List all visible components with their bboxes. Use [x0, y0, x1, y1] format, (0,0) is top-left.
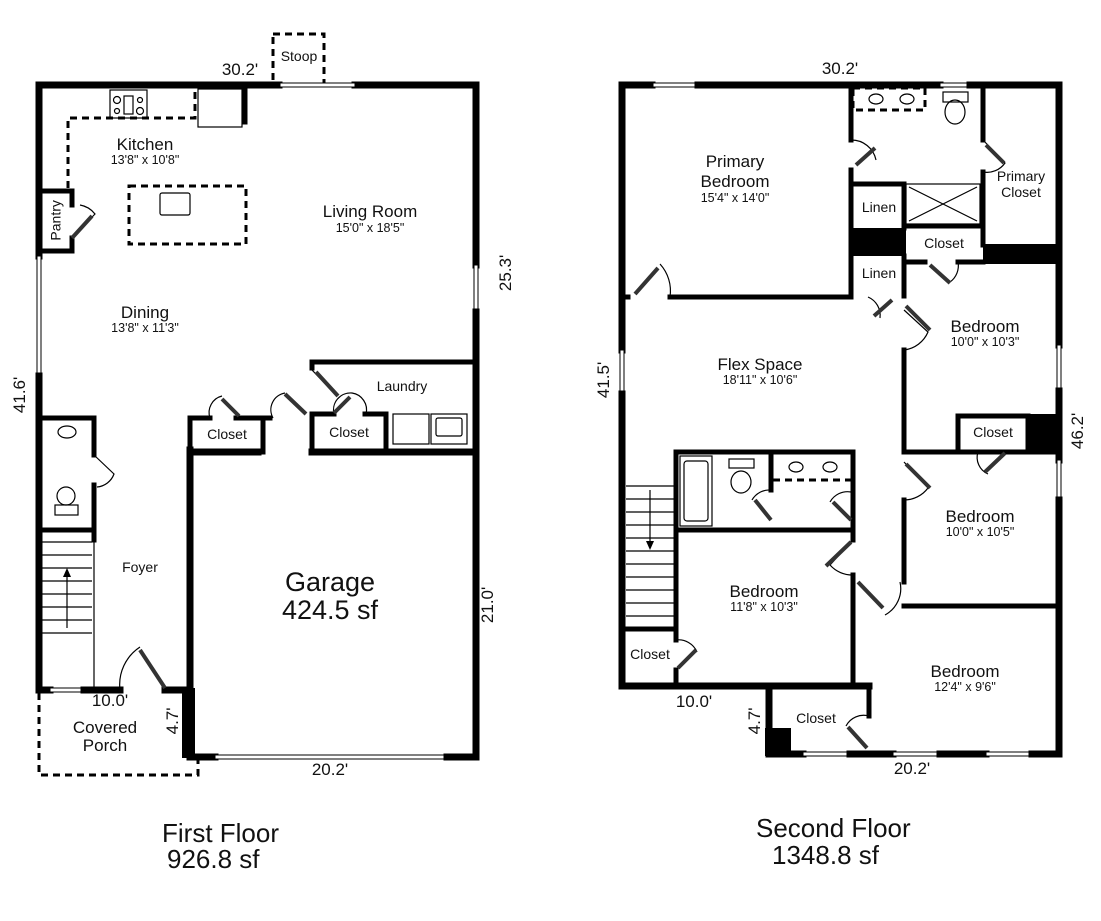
closet-s-label: Closet [796, 710, 836, 726]
foyer-label: Foyer [122, 559, 158, 575]
garage-label: Garage [284, 567, 376, 597]
first-floor-top-dimension: 30.2' [221, 60, 259, 79]
bedroom-w-size: 11'8" x 10'3" [730, 600, 798, 614]
closet-east-label: Closet [973, 424, 1013, 440]
first-floor-plan [35, 32, 480, 777]
stoop-label: Stoop [280, 48, 318, 64]
kitchen-size: 13'8" x 10'8" [110, 153, 180, 167]
closet-center-label: Closet [924, 235, 964, 251]
bedroom-ne-label: Bedroom [950, 317, 1020, 336]
first-floor-area: 926.8 sf [167, 844, 260, 874]
porch-width-dimension: 10.0' [91, 691, 129, 710]
bedroom-e-size: 10'0" x 10'5" [945, 525, 1015, 539]
garage-width-dimension: 20.2' [311, 760, 349, 779]
primary-closet-label-line1: Primary [996, 168, 1046, 184]
second-floor-title: Second Floor [756, 813, 911, 843]
second-floor-bottom-right-dimension: 20.2' [893, 759, 931, 778]
linen-upper-label: Linen [861, 199, 897, 215]
first-floor-left-dimension: 41.6' [10, 376, 30, 414]
garage-area: 424.5 sf [281, 595, 379, 625]
living-room-label: Living Room [322, 202, 418, 221]
stairs-down [626, 485, 674, 617]
porch-depth-dimension: 4.7' [163, 707, 183, 735]
living-room-size: 15'0" x 18'5" [335, 221, 405, 235]
second-floor-area: 1348.8 sf [772, 840, 879, 870]
bedroom-e-label: Bedroom [945, 507, 1015, 526]
stairs-up [41, 530, 95, 690]
closet-left-label: Closet [207, 426, 247, 442]
primary-bedroom-label-line1: Primary [705, 152, 765, 171]
covered-porch-label-line1: Covered [72, 718, 138, 737]
first-floor-right-upper-dimension: 25.3' [496, 254, 516, 292]
bedroom-ne-size: 10'0" x 10'3" [950, 335, 1020, 349]
pantry-label: Pantry [47, 200, 64, 241]
flex-space-size: 18'11" x 10'6" [722, 373, 798, 387]
second-floor-right-dimension: 46.2' [1068, 412, 1088, 450]
first-floor-title: First Floor [162, 818, 279, 848]
second-floor-plan [618, 81, 1063, 758]
laundry-label: Laundry [376, 378, 428, 394]
second-floor-top-dimension: 30.2' [821, 59, 859, 78]
first-floor-right-lower-dimension: 21.0' [478, 586, 498, 624]
dining-size: 13'8" x 11'3" [111, 321, 179, 335]
primary-bedroom-size: 15'4" x 14'0" [700, 191, 770, 205]
closet-right-label: Closet [329, 424, 369, 440]
primary-bedroom-label-line2: Bedroom [700, 172, 770, 191]
flex-space-label: Flex Space [717, 355, 803, 374]
second-floor-bottom-left-dimension: 10.0' [675, 692, 713, 711]
kitchen-label: Kitchen [116, 135, 174, 154]
closet-sw-label: Closet [630, 646, 670, 662]
primary-closet-label-line2: Closet [1001, 184, 1041, 200]
covered-porch-label-line2: Porch [82, 736, 128, 755]
dining-label: Dining [120, 303, 170, 322]
bedroom-se-label: Bedroom [930, 662, 1000, 681]
second-floor-left-dimension: 41.5' [594, 361, 614, 399]
second-floor-step-dimension: 4.7' [745, 707, 765, 735]
linen-lower-label: Linen [861, 265, 897, 281]
bedroom-se-size: 12'4" x 9'6" [934, 680, 996, 694]
bedroom-w-label: Bedroom [729, 582, 799, 601]
